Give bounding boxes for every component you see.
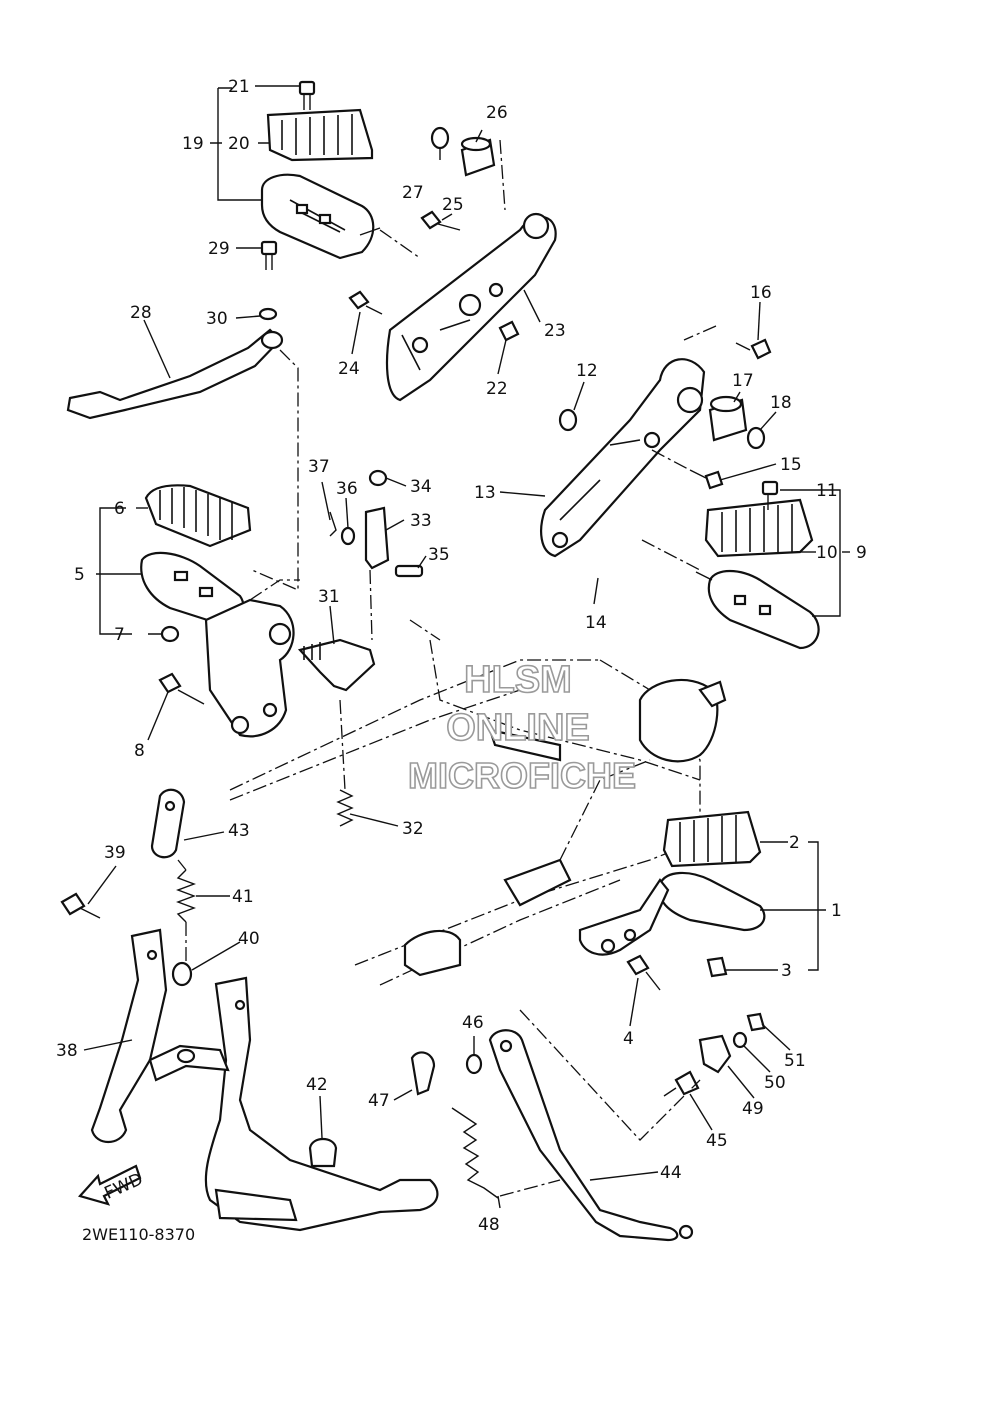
- callout-17: 17: [732, 371, 754, 391]
- callout-26: 26: [486, 103, 508, 123]
- callout-46: 46: [462, 1013, 484, 1033]
- side-stand: [410, 1009, 766, 1242]
- watermark: HLSM ONLINE MICROFICHE: [407, 658, 637, 797]
- watermark-line-1: HLSM: [464, 659, 572, 701]
- callout-6: 6: [114, 499, 125, 519]
- callout-8: 8: [134, 741, 145, 761]
- callout-28: 28: [130, 303, 152, 323]
- callout-24: 24: [338, 359, 360, 379]
- footrest-assembly-right-lower: [578, 810, 766, 991]
- callout-27: 27: [402, 183, 424, 203]
- callout-4: 4: [623, 1029, 634, 1049]
- front-footrest-right: [641, 480, 820, 650]
- callout-21: 21: [228, 77, 250, 97]
- watermark-line-2: ONLINE: [446, 707, 590, 749]
- callout-1: 1: [831, 901, 842, 921]
- callout-49: 49: [742, 1099, 764, 1119]
- callout-33: 33: [410, 511, 432, 531]
- callout-5: 5: [74, 565, 85, 585]
- callout-3: 3: [781, 961, 792, 981]
- callout-9: 9: [856, 543, 867, 563]
- brake-shaft-assembly: [297, 469, 424, 827]
- rear-footrest-left: [260, 80, 381, 260]
- watermark-line-3: MICROFICHE: [408, 755, 636, 796]
- callout-48: 48: [478, 1215, 500, 1235]
- callout-45: 45: [706, 1131, 728, 1151]
- frame-brackets: [403, 678, 727, 977]
- callout-32: 32: [402, 819, 424, 839]
- callout-22: 22: [486, 379, 508, 399]
- leader-lines: [83, 85, 850, 1209]
- callout-47: 47: [368, 1091, 390, 1111]
- diagram-code: 2WE110-8370: [82, 1225, 195, 1244]
- callout-38: 38: [56, 1041, 78, 1061]
- callout-25: 25: [442, 195, 464, 215]
- callout-numbers: 1 2 3 4 5 6 7 8 9 10 11 12 13 14 15 16 1…: [56, 77, 867, 1235]
- front-footrest-bracket-right: [540, 325, 772, 558]
- callout-36: 36: [336, 479, 358, 499]
- callout-35: 35: [428, 545, 450, 565]
- callout-34: 34: [410, 477, 432, 497]
- callout-20: 20: [228, 134, 250, 154]
- callout-30: 30: [206, 309, 228, 329]
- callout-12: 12: [576, 361, 598, 381]
- callout-51: 51: [784, 1051, 806, 1071]
- callout-23: 23: [544, 321, 566, 341]
- callout-40: 40: [238, 929, 260, 949]
- callout-29: 29: [208, 239, 230, 259]
- callout-18: 18: [770, 393, 792, 413]
- callout-7: 7: [114, 625, 125, 645]
- brake-pedal: [66, 240, 299, 591]
- callout-41: 41: [232, 887, 254, 907]
- callout-31: 31: [318, 587, 340, 607]
- fwd-arrow-icon: FWD: [78, 1164, 146, 1206]
- callout-19: 19: [182, 134, 204, 154]
- callout-13: 13: [474, 483, 496, 503]
- callout-37: 37: [308, 457, 330, 477]
- callout-39: 39: [104, 843, 126, 863]
- callout-14: 14: [585, 613, 607, 633]
- callout-50: 50: [764, 1073, 786, 1093]
- callout-10: 10: [816, 543, 838, 563]
- callout-43: 43: [228, 821, 250, 841]
- callout-15: 15: [780, 455, 802, 475]
- callout-42: 42: [306, 1075, 328, 1095]
- front-footrest-left: [140, 484, 295, 738]
- main-stand: [60, 788, 439, 1232]
- callout-16: 16: [750, 283, 772, 303]
- rear-footrest-bracket-left: [348, 126, 557, 402]
- callout-11: 11: [816, 481, 838, 501]
- callout-2: 2: [789, 833, 800, 853]
- callout-44: 44: [660, 1163, 682, 1183]
